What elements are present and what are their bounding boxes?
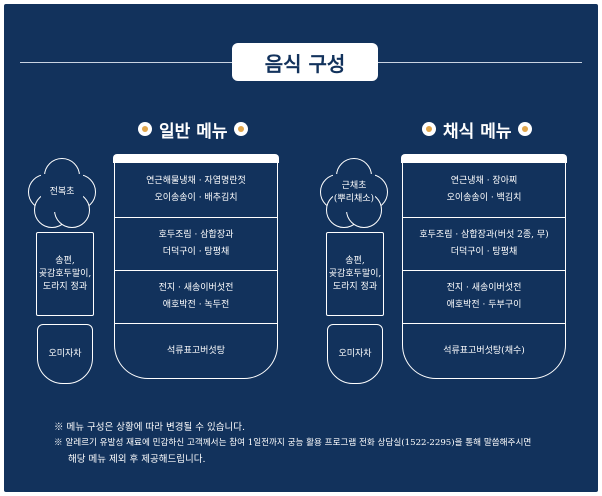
flower-icon	[138, 122, 152, 136]
general-bowl-row-3: 전지 · 새송이버섯전 애호박전 · 녹두전	[158, 283, 234, 310]
vegetarian-bowl: 연근냉채 · 장아찌 오이송송이 · 백김치 호두조림 · 삼합장과(버섯 2종…	[402, 163, 566, 379]
general-menu-title: 일반 메뉴	[159, 121, 228, 142]
vegetarian-bowl-rim	[401, 154, 567, 163]
flower-icon	[234, 122, 249, 136]
flower-icon	[422, 122, 436, 136]
menu-board: 음식 구성 일반 메뉴 전복초 송편, 곶감호두말이, 도라지 정과 오미자차 …	[4, 4, 598, 492]
general-bowl: 연근해물냉채 · 자엽명란젓 오이송송이 · 배추김치 호두조림 · 삼합장과 …	[114, 163, 278, 379]
note-3: 해당 메뉴 제외 후 제공해드립니다.	[68, 454, 206, 465]
general-rect-dish: 송편, 곶감호두말이, 도라지 정과	[36, 232, 94, 316]
vegetarian-menu-heading: 채식 메뉴	[422, 116, 533, 142]
vegetarian-rect-dish: 송편, 곶감호두말이, 도라지 정과	[326, 232, 384, 316]
general-rect-dish-label: 송편, 곶감호두말이, 도라지 정과	[38, 255, 92, 292]
general-bowl-row-1: 연근해물냉채 · 자엽명란젓 오이송송이 · 배추김치	[146, 176, 246, 203]
general-cup-dish-label: 오미자차	[48, 348, 82, 359]
general-flower-dish-label: 전복초	[49, 187, 75, 197]
flower-icon	[518, 122, 533, 136]
page-title: 음식 구성	[232, 43, 378, 81]
vegetarian-bowl-row-3: 전지 · 새송이버섯전 애호박전 · 두부구이	[446, 283, 522, 310]
general-bowl-rim	[113, 154, 279, 163]
general-bowl-row-4: 석류표고버섯탕	[167, 345, 225, 356]
vegetarian-cup-dish-label: 오미자차	[338, 348, 372, 359]
vegetarian-bowl-row-4: 석류표고버섯탕(채수)	[443, 345, 525, 356]
vegetarian-bowl-row-1: 연근냉채 · 장아찌 오이송송이 · 백김치	[446, 176, 522, 203]
general-flower-dish: 전복초	[28, 158, 96, 228]
vegetarian-rect-dish-label: 송편, 곶감호두말이, 도라지 정과	[328, 255, 382, 292]
vegetarian-flower-dish: 근채초 (뿌리채소)	[320, 158, 388, 228]
general-bowl-row-2: 호두조림 · 삼합장과 더덕구이 · 탕평채	[158, 230, 234, 257]
title-line-left	[20, 62, 232, 63]
note-1: ※ 메뉴 구성은 상황에 따라 변경될 수 있습니다.	[54, 422, 245, 433]
vegetarian-menu-title: 채식 메뉴	[443, 121, 512, 142]
vegetarian-bowl-row-2: 호두조림 · 삼합장과(버섯 2종, 무) 더덕구이 · 탕평채	[419, 230, 549, 257]
note-2: ※ 알레르기 유발성 재료에 민감하신 고객께서는 참여 1일전까지 궁능 활용…	[54, 438, 532, 448]
vegetarian-flower-dish-label: 근채초 (뿌리채소)	[333, 181, 375, 204]
general-cup-dish: 오미자차	[37, 324, 93, 384]
title-line-right	[378, 62, 582, 63]
vegetarian-cup-dish: 오미자차	[327, 324, 383, 384]
general-menu-heading: 일반 메뉴	[138, 116, 249, 142]
